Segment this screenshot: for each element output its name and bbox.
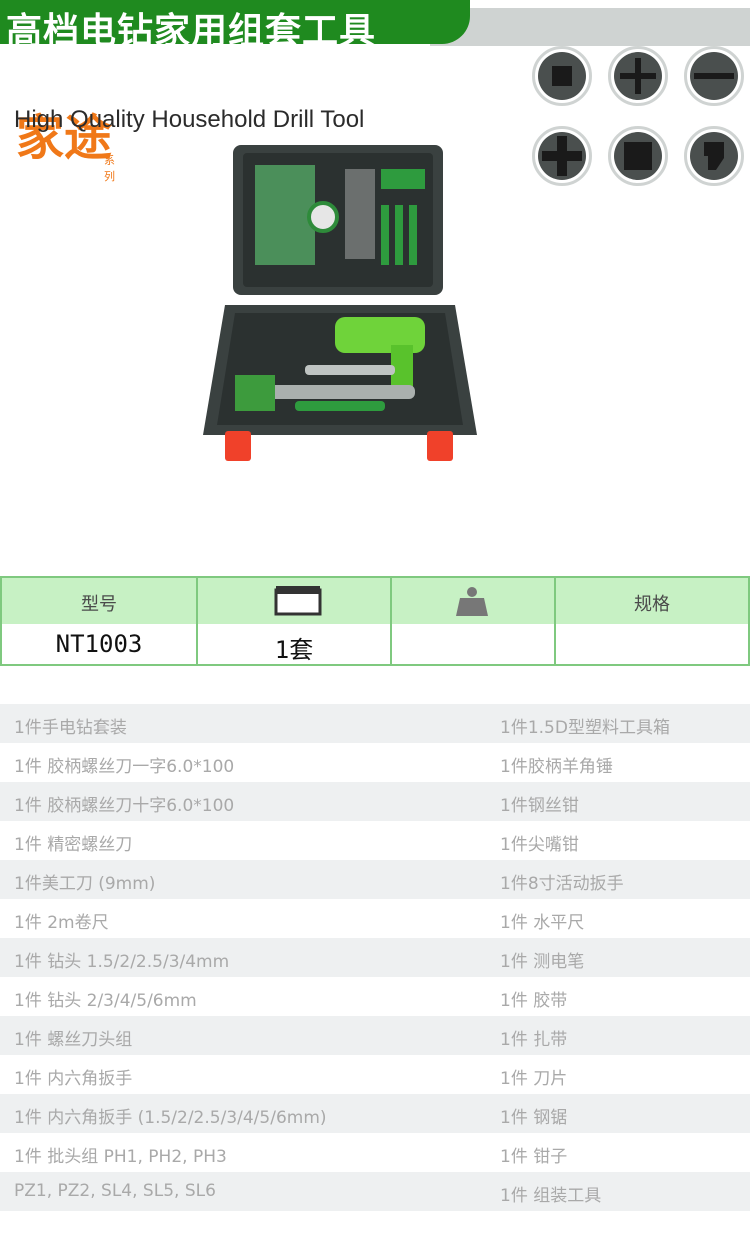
- spec-cell-size: 规格: [556, 578, 748, 664]
- square-socket-icon: [608, 126, 668, 186]
- spec-cell-model: 型号 NT1003: [2, 578, 198, 664]
- phillips-head-icon: [608, 46, 668, 106]
- spec-value-qty: 1套: [274, 636, 314, 664]
- square-head-icon: [532, 46, 592, 106]
- slotted-head-icon: [684, 46, 744, 106]
- torx-head-icon: [684, 126, 744, 186]
- weight-icon: [456, 587, 488, 616]
- page-subtitle: High Quality Household Drill Tool: [14, 106, 365, 133]
- list-item: 1件 内六角扳手 (1.5/2/2.5/3/4/5/6mm)1件 钢锯: [0, 1094, 750, 1133]
- spec-cell-qty: 1套: [198, 578, 392, 664]
- brand-mark: 家途: [16, 110, 113, 166]
- spec-header-model: 型号: [81, 594, 117, 615]
- spec-header-size: 规格: [634, 594, 670, 615]
- brand-sub: 系列: [104, 154, 115, 183]
- cross-head-icon: [532, 126, 592, 186]
- spec-cell-weight: [392, 578, 556, 664]
- header-banner: [0, 0, 470, 44]
- spec-table: 型号 NT1003 1套 规格: [0, 576, 750, 666]
- spec-value-model: NT1003: [55, 630, 143, 658]
- brand-logo: 家途 系列: [16, 98, 116, 183]
- box-icon: [274, 586, 322, 616]
- spec-table-header: [2, 578, 748, 624]
- list-item: 1件美工刀 (9mm)1件8寸活动扳手: [0, 860, 750, 899]
- header-bar: 高档电钻家用组套工具: [0, 0, 750, 52]
- toolbox-product-image: [195, 145, 485, 465]
- page-title: 高档电钻家用组套工具: [6, 11, 377, 52]
- header-accent: [430, 8, 750, 46]
- feature-icons: [530, 46, 750, 196]
